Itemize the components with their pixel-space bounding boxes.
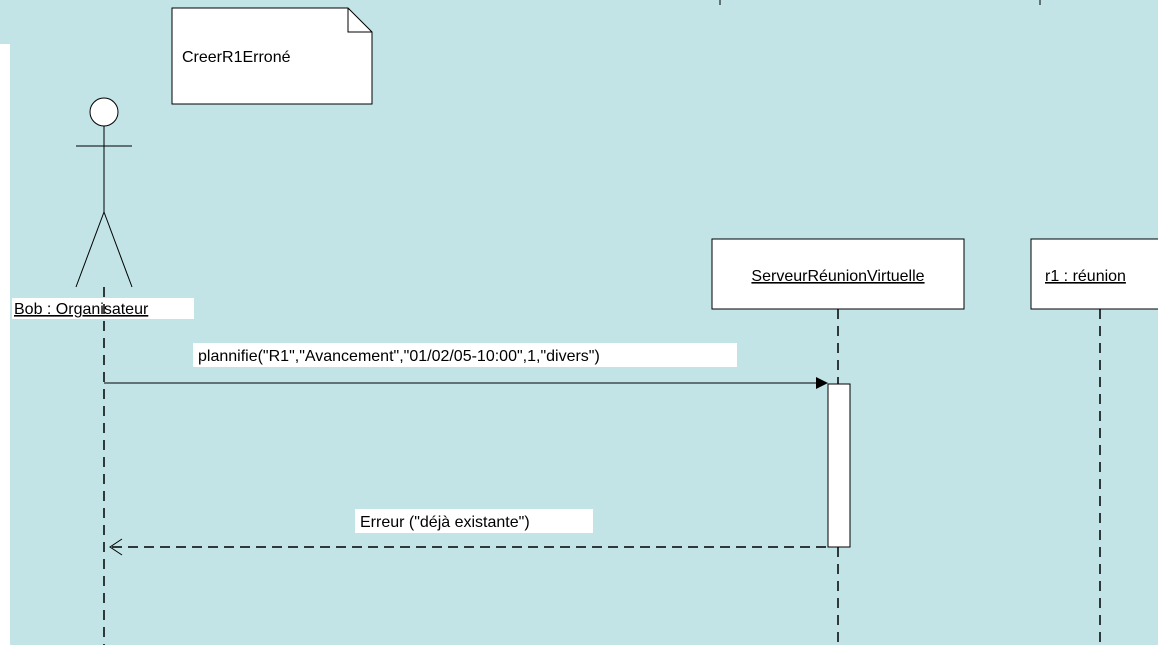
return-arrowhead	[109, 538, 123, 556]
note-corner-fold	[347, 8, 372, 33]
call-message-label: plannifie("R1","Avancement","01/02/05-10…	[198, 348, 600, 365]
lifeline-head-serveur	[711, 238, 965, 310]
actor-head	[89, 97, 119, 127]
note-box	[171, 7, 373, 105]
diagram-note: CreerR1Erroné	[171, 7, 373, 105]
lifeline-head-r1	[1030, 238, 1158, 310]
note-text: CreerR1Erroné	[182, 49, 291, 66]
actor-left-leg	[75, 211, 105, 288]
call-arrowhead	[816, 377, 828, 389]
lifeline-label-r1: r1 : réunion	[1045, 268, 1126, 285]
actor-figure	[75, 97, 133, 288]
activation-bar-serveur	[827, 383, 851, 548]
actor-right-leg	[103, 211, 133, 288]
lifeline-label-serveur: ServeurRéunionVirtuelle	[751, 268, 924, 285]
actor-label: Bob : Organisateur	[14, 301, 149, 318]
return-message-label: Erreur ("déjà existante")	[360, 514, 530, 531]
return-message-label-background	[355, 509, 593, 533]
actor-label-background	[12, 298, 194, 319]
call-message-label-background	[193, 343, 737, 367]
